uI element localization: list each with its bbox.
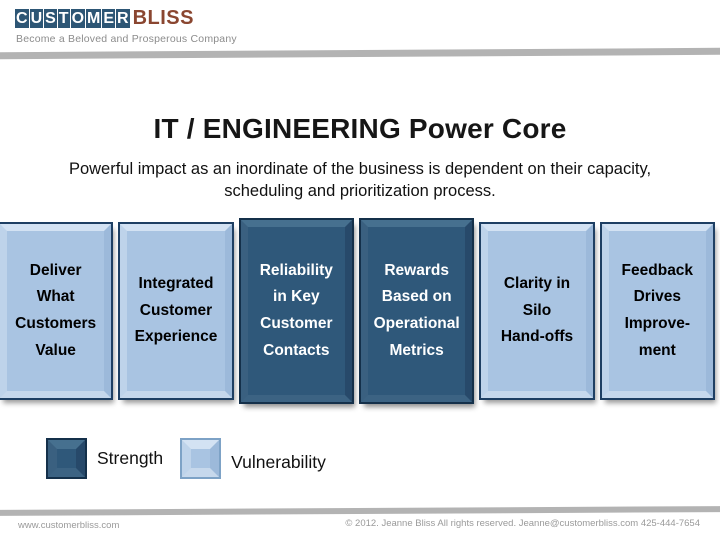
legend-label: Vulnerability: [231, 452, 326, 472]
power-core-box: Clarity in Silo Hand-offs: [481, 224, 593, 398]
slide-title: IT / ENGINEERING Power Core: [153, 113, 567, 144]
power-core-boxes-row: Deliver What Customers Value Integrated …: [0, 220, 713, 402]
logo-letter-tile: R: [116, 9, 130, 28]
legend-item-vulnerability: Vulnerability: [182, 440, 326, 477]
logo-letter-tile: O: [70, 9, 86, 28]
logo-letter-tile: S: [44, 9, 57, 28]
footer-copyright: © 2012. Jeanne Bliss All rights reserved…: [345, 518, 700, 529]
legend-label: Strength: [97, 448, 164, 468]
power-core-box: Integrated Customer Experience: [120, 224, 232, 398]
footer-divider: [0, 506, 720, 516]
logo-tagline: Become a Beloved and Prosperous Company: [16, 33, 237, 45]
logo-letter-tile: T: [57, 9, 70, 28]
strength-swatch: [48, 440, 85, 477]
power-core-box: Rewards Based on Operational Metrics: [360, 220, 473, 402]
slide-subtitle: Powerful impact as an inordinate of the …: [68, 160, 652, 200]
logo-letter-tile: M: [86, 9, 102, 28]
logo-bliss: BLISS: [132, 7, 194, 29]
logo-letter-tile: U: [29, 9, 44, 28]
power-core-box: Deliver What Customers Value: [0, 224, 112, 398]
power-core-box: Feedback Drives Improve- ment: [601, 224, 713, 398]
vulnerability-swatch: [182, 440, 220, 477]
logo-letter-tile: C: [15, 9, 29, 28]
legend-item-strength: Strength: [48, 440, 163, 477]
legend: Strength Vulnerability: [48, 440, 326, 477]
power-core-box: Reliability in Key Customer Contacts: [240, 220, 352, 402]
footer-website: www.customerbliss.com: [18, 520, 120, 531]
logo-letter-tile: E: [102, 9, 116, 28]
header-divider: [0, 47, 720, 60]
